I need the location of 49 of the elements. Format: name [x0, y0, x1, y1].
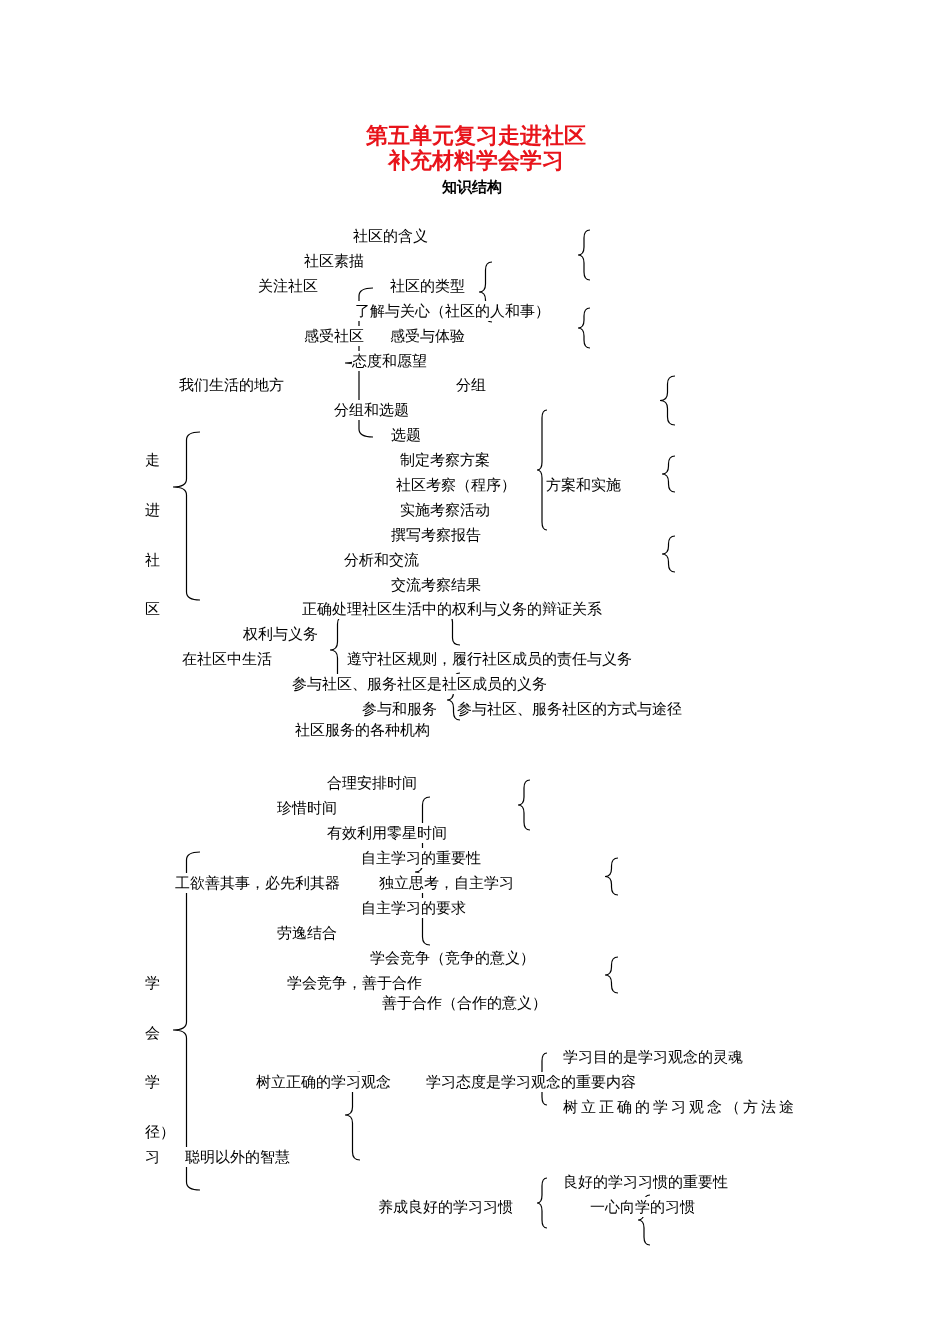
- outline-text: 关注社区: [258, 276, 318, 296]
- outline-text: 选题: [391, 425, 421, 445]
- outline-text: 走: [145, 450, 160, 470]
- outline-text: 分组: [456, 375, 486, 395]
- outline-text: 树立正确的学习观念: [256, 1072, 391, 1092]
- outline-text: 学会竞争，善于合作: [287, 973, 422, 993]
- outline-text: 社区的类型: [390, 276, 465, 296]
- outline-text: 良好的学习习惯的重要性: [563, 1172, 728, 1192]
- outline-text: 进: [145, 500, 160, 520]
- outline-text: 参与社区、服务社区是社区成员的义务: [292, 674, 547, 694]
- outline-text: 独立思考，自主学习: [379, 873, 514, 893]
- outline-text: 在社区中生活: [182, 649, 272, 669]
- outline-text: 感受社区: [304, 326, 364, 346]
- outline-text: 学习态度是学习观念的重要内容: [426, 1072, 636, 1092]
- outline-text: 合理安排时间: [327, 773, 417, 793]
- outline-text: 学习目的是学习观念的灵魂: [563, 1047, 743, 1067]
- outline-text: 会: [145, 1023, 160, 1043]
- outline-text: 交流考察结果: [391, 575, 481, 595]
- outline-text: 感受与体验: [390, 326, 465, 346]
- outline-text: 社区服务的各种机构: [295, 720, 430, 740]
- outline-text: 实施考察活动: [400, 500, 490, 520]
- outline-text: 分析和交流: [344, 550, 419, 570]
- outline-text: 社区素描: [304, 251, 364, 271]
- outline-text: 撰写考察报告: [391, 525, 481, 545]
- outline-text: 社: [145, 550, 160, 570]
- outline-text: 自主学习的要求: [361, 898, 466, 918]
- outline-text: 分组和选题: [334, 400, 409, 420]
- outline-text: 一心向学的习惯: [590, 1197, 695, 1217]
- outline-text: 学: [145, 973, 160, 993]
- outline-text: 遵守社区规则，履行社区成员的责任与义务: [347, 649, 632, 669]
- outline-text: 社区的含义: [353, 226, 428, 246]
- outline-text: 权利与义务: [243, 624, 318, 644]
- outline-text: 劳逸结合: [277, 923, 337, 943]
- outline-text: 参与和服务: [362, 699, 437, 719]
- outline-text: 有效利用零星时间: [327, 823, 447, 843]
- outline-text: 方案和实施: [546, 475, 621, 495]
- title: 第五单元复习走进社区补充材料学会学习: [365, 123, 587, 173]
- outline-text: 学: [145, 1072, 160, 1092]
- outline-text: 态度和愿望: [352, 351, 427, 371]
- outline-text: 养成良好的学习习惯: [378, 1197, 513, 1217]
- outline-text: 制定考察方案: [400, 450, 490, 470]
- outline-text: 聪明以外的智慧: [185, 1147, 290, 1167]
- outline-text: 我们生活的地方: [179, 375, 284, 395]
- outline-text: 工欲善其事，必先利其器: [175, 873, 340, 893]
- outline-text: 正确处理社区生活中的权利与义务的辩证关系: [302, 599, 602, 619]
- outline-text: 参与社区、服务社区的方式与途径: [457, 699, 682, 719]
- subtitle: 知识结构: [442, 177, 502, 197]
- outline-text: 自主学习的重要性: [361, 848, 481, 868]
- outline-text: 珍惜时间: [277, 798, 337, 818]
